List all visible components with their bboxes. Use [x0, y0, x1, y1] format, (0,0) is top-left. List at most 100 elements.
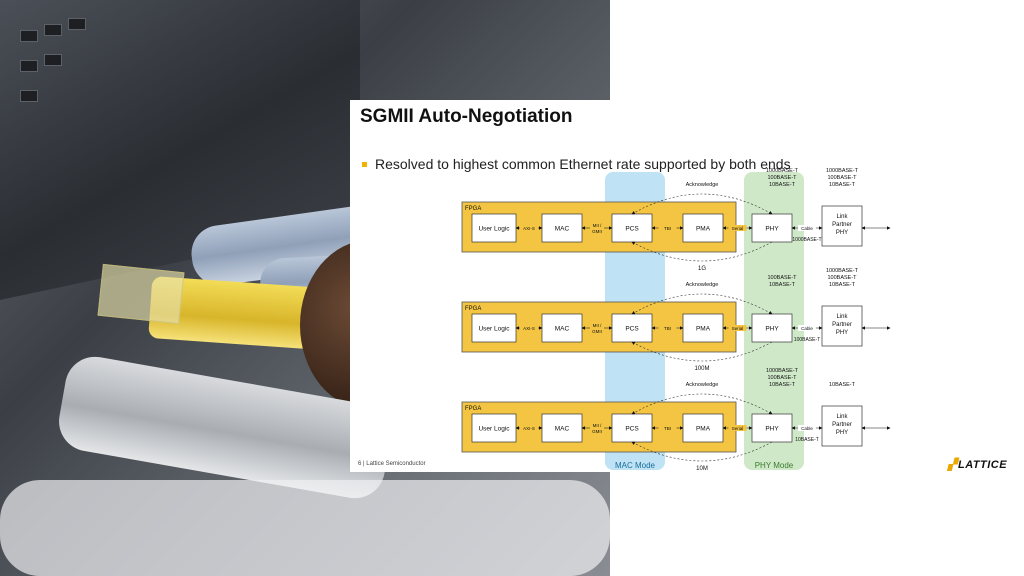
partner-capability: 10BASE-T — [829, 282, 856, 288]
tbi-connector-label: TBI — [664, 326, 671, 331]
tbi-connector-bg — [658, 425, 677, 431]
serial-connector-label: Serial — [732, 226, 744, 231]
phy-block-label: PHY — [765, 226, 779, 233]
user-logic-block — [471, 313, 517, 343]
fpga-label: FPGA — [465, 406, 481, 412]
mii-label-bg — [590, 222, 604, 228]
phy-block-label: PHY — [765, 326, 779, 333]
switch-port — [44, 54, 62, 66]
partner-capability: 100BASE-T — [827, 275, 857, 281]
link-partner-label: Link — [836, 414, 848, 420]
pcs-block-label: PCS — [625, 426, 639, 433]
logo-text: LATTICE — [957, 459, 1008, 471]
slide: SGMII Auto-Negotiation Resolved to highe… — [350, 100, 1024, 472]
resolved-rate: 100BASE-T — [794, 337, 820, 343]
serial-connector-bg — [728, 425, 747, 431]
phy-capability: 10BASE-T — [769, 182, 796, 188]
user-logic-block-label: User Logic — [478, 326, 510, 333]
bullet-square-icon — [362, 161, 367, 167]
pma-block-label: PMA — [696, 326, 711, 333]
speed-label: 1G — [698, 266, 706, 272]
mii-label: MII / — [593, 223, 602, 228]
mii-label-bg — [590, 228, 604, 234]
link-partner-label: Partner — [832, 222, 852, 228]
serial-connector-label: Serial — [732, 426, 744, 431]
partner-capability: 1000BASE-T — [826, 268, 859, 274]
mii-label: GMII — [592, 329, 602, 334]
speed-arc — [631, 441, 773, 462]
slide-title: SGMII Auto-Negotiation — [360, 106, 573, 127]
tbi-connector-label: TBI — [664, 426, 671, 431]
rj45-connector — [97, 263, 185, 325]
partner-capability: 1000BASE-T — [826, 168, 859, 174]
axi-connector-label: AXI-S — [523, 326, 535, 331]
acknowledge-arc — [631, 193, 773, 215]
switch-port — [20, 30, 38, 42]
lattice-logo-icon: ▞ — [948, 459, 957, 471]
link-partner-label: PHY — [836, 230, 848, 236]
mii-label-bg — [590, 322, 604, 328]
pma-block-label: PMA — [696, 226, 711, 233]
cable-connector-label: Cable — [801, 326, 813, 331]
phy-capability: 100BASE-T — [767, 175, 797, 181]
phy-capability: 100BASE-T — [767, 375, 797, 381]
speed-arc — [631, 341, 773, 362]
cable-connector-label: Cable — [801, 226, 813, 231]
tbi-connector-bg — [658, 225, 677, 231]
acknowledge-label: Acknowledge — [686, 382, 719, 388]
pma-block-label: PMA — [696, 426, 711, 433]
axi-connector-bg — [520, 225, 538, 231]
phy-capability: 1000BASE-T — [766, 168, 799, 174]
phy-block — [751, 213, 793, 243]
mac-block-label: MAC — [555, 426, 570, 433]
cable-connector-bg — [798, 425, 816, 431]
cable-connector-bg — [798, 225, 816, 231]
speed-label: 10M — [696, 466, 708, 472]
partner-capability: 100BASE-T — [827, 175, 857, 181]
phy-capability: 1000BASE-T — [766, 368, 799, 374]
link-partner-label: Partner — [832, 422, 852, 428]
link-partner-block — [821, 305, 863, 347]
link-partner-label: Partner — [832, 322, 852, 328]
axi-connector-bg — [520, 325, 538, 331]
phy-capability: 10BASE-T — [769, 382, 796, 388]
cable-connector-bg — [798, 325, 816, 331]
mac-block-label: MAC — [555, 326, 570, 333]
tbi-connector-label: TBI — [664, 226, 671, 231]
tbi-connector-bg — [658, 325, 677, 331]
serial-connector-bg — [728, 225, 747, 231]
partner-capability: 10BASE-T — [829, 182, 856, 188]
slide-footer: 6 | Lattice Semiconductor — [358, 461, 426, 467]
link-partner-label: Link — [836, 314, 848, 320]
axi-connector-label: AXI-S — [523, 426, 535, 431]
link-partner-block — [821, 405, 863, 447]
serial-connector-label: Serial — [732, 326, 744, 331]
serial-connector-bg — [728, 325, 747, 331]
user-logic-block — [471, 413, 517, 443]
user-logic-block-label: User Logic — [478, 226, 510, 233]
link-partner-label: PHY — [836, 330, 848, 336]
acknowledge-label: Acknowledge — [686, 282, 719, 288]
fpga-label: FPGA — [465, 206, 481, 212]
resolved-rate: 10BASE-T — [795, 437, 819, 443]
pcs-block — [611, 213, 653, 243]
mii-label: GMII — [592, 429, 602, 434]
link-partner-block — [821, 205, 863, 247]
phy-block-label: PHY — [765, 426, 779, 433]
speed-label: 100M — [694, 366, 709, 372]
phy-capability: 10BASE-T — [769, 282, 796, 288]
pcs-block-label: PCS — [625, 226, 639, 233]
mac-mode-label: MAC Mode — [615, 461, 656, 470]
switch-port — [20, 60, 38, 72]
switch-port — [68, 18, 86, 30]
axi-connector-label: AXI-S — [523, 226, 535, 231]
user-logic-block-label: User Logic — [478, 426, 510, 433]
phy-mode-label: PHY Mode — [755, 461, 794, 470]
fpga-label: FPGA — [465, 306, 481, 312]
mii-label-bg — [590, 428, 604, 434]
acknowledge-arc — [631, 293, 773, 315]
mii-label: MII / — [593, 423, 602, 428]
mii-label: MII / — [593, 323, 602, 328]
lattice-logo: ▞LATTICE — [948, 458, 1007, 471]
mac-block-label: MAC — [555, 226, 570, 233]
